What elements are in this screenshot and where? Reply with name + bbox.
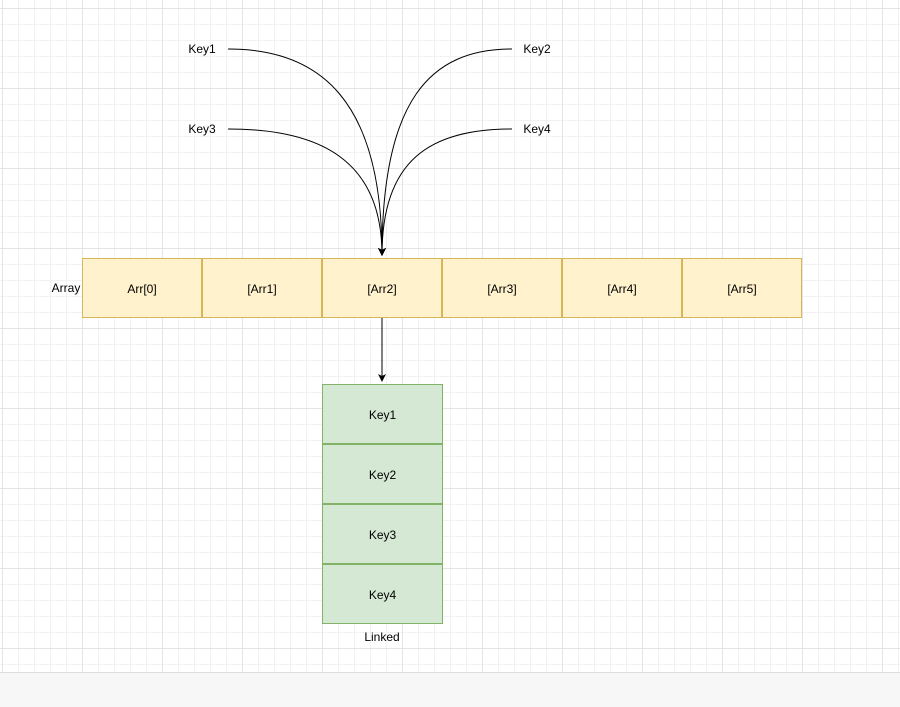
incoming-key-4-label[interactable]: Key4 (523, 122, 551, 136)
linked-node-4[interactable]: Key4 (322, 564, 443, 624)
linked-node-3[interactable]: Key3 (322, 504, 443, 564)
linked-node-1[interactable]: Key1 (322, 384, 443, 444)
connector-key4-to-arr2[interactable] (378, 128, 513, 256)
array-label[interactable]: Array (51, 281, 81, 295)
connectors-layer (227, 48, 513, 382)
linked-node-2[interactable]: Key2 (322, 444, 443, 504)
incoming-key-3-label[interactable]: Key3 (188, 122, 216, 136)
footer-bar (0, 672, 900, 707)
connector-key1-to-arr2[interactable] (227, 48, 386, 256)
linked-label[interactable]: Linked (364, 630, 400, 644)
connector-key3-to-arr2[interactable] (227, 128, 386, 256)
incoming-key-2-label[interactable]: Key2 (523, 42, 551, 56)
array-cell-3[interactable]: [Arr3] (442, 258, 562, 318)
array-cell-2[interactable]: [Arr2] (322, 258, 442, 318)
array-cell-0[interactable]: Arr[0] (82, 258, 202, 318)
connector-key2-to-arr2[interactable] (378, 48, 513, 256)
array-cell-5[interactable]: [Arr5] (682, 258, 802, 318)
incoming-key-1-label[interactable]: Key1 (188, 42, 216, 56)
array-cell-4[interactable]: [Arr4] (562, 258, 682, 318)
diagram-canvas[interactable] (0, 0, 900, 672)
array-cell-1[interactable]: [Arr1] (202, 258, 322, 318)
